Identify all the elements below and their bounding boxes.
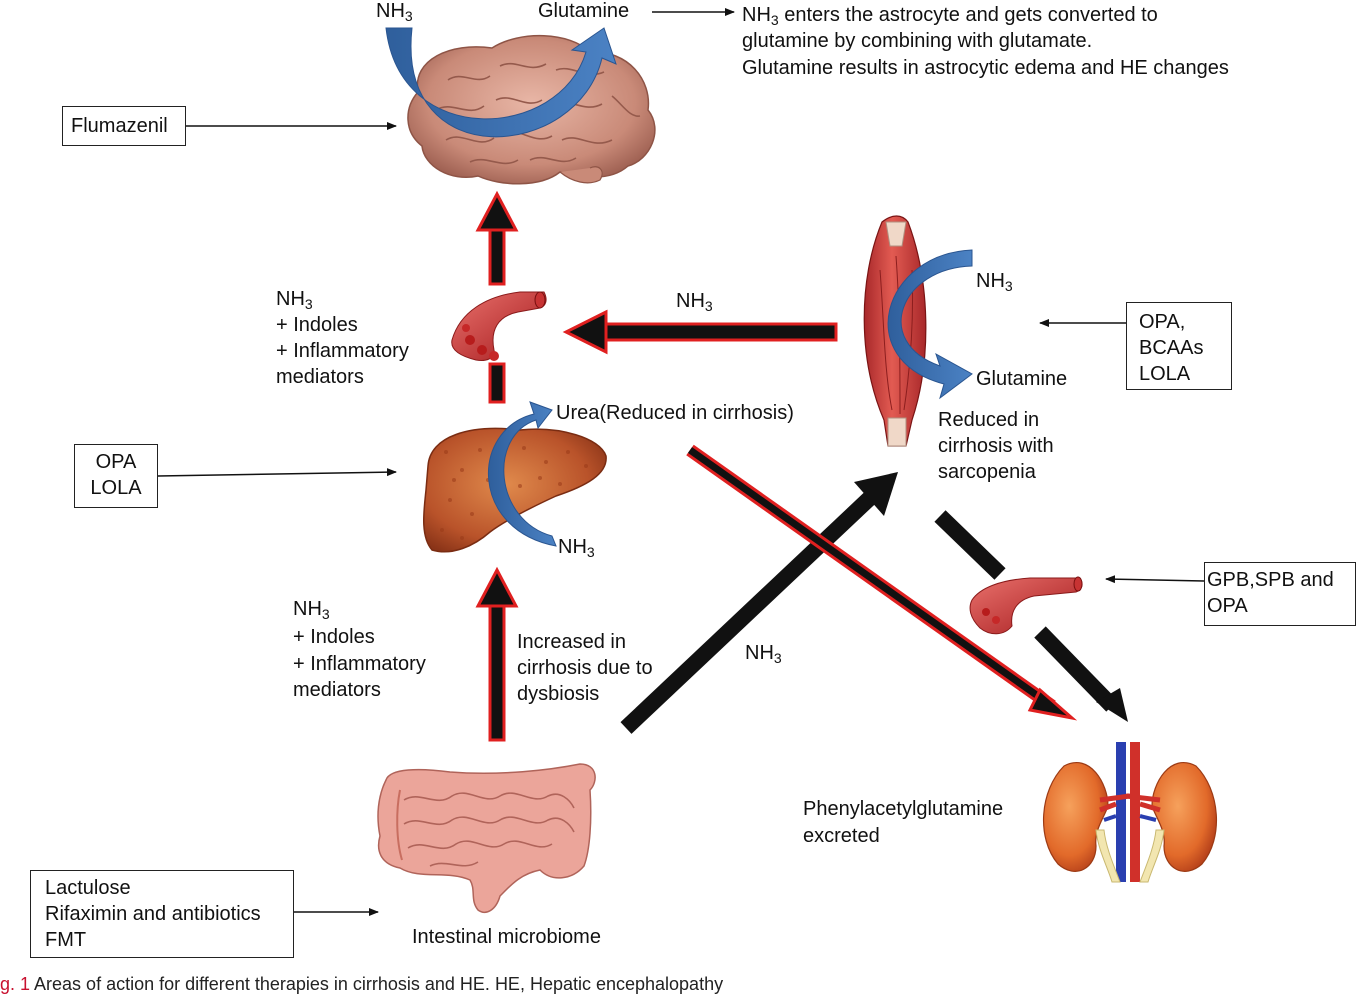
lower-blood-indoles: + Indoles [293,626,375,648]
liver-to-kidney-arrow [686,444,1078,721]
upper-blood-nh3: NH3 [276,288,313,312]
gut-therapy-box: Lactulose Rifaximin and antibiotics FMT [30,870,294,958]
liver-therapy-lola: LOLA [90,477,142,499]
brain-glutamine-label: Glutamine [538,0,630,22]
dysbiosis-note-line2: cirrhosis due to [517,657,653,679]
muscle-note-line2: cirrhosis with [938,435,1054,457]
kidney-therapy-box: GPB,SPB and OPA [1204,562,1356,626]
gut-to-liver-arrow [475,566,519,742]
brain-nh3-label: NH3 [376,0,413,24]
liver-blue-arrow [488,401,557,547]
dysbiosis-note-line1: Increased in [517,631,626,653]
flumazenil-label: Flumazenil [71,115,168,137]
muscle-to-kidney-arrow [934,510,1128,722]
muscle-note-line3: sarcopenia [938,461,1036,483]
gut-to-muscle-arrow [620,472,898,734]
muscle-glutamine-label: Glutamine [976,368,1068,390]
muscle-blue-arrow [887,249,973,400]
kidney-therapy-line2: OPA [1207,595,1248,617]
brain-blue-arrow [385,27,617,138]
upper-blood-indoles: + Indoles [276,314,358,336]
gut-to-muscle-nh3: NH3 [745,642,782,666]
muscle-therapy-box: OPA, BCAAs LOLA [1126,302,1232,390]
figure-caption: g. 1 Areas of action for different thera… [0,974,723,994]
kidney-label-line1: Phenylacetylglutamine [803,798,1004,820]
upper-blood-mediators: mediators [276,366,364,388]
liver-nh3-label: NH3 [558,536,595,560]
intestine-illustration [377,763,596,914]
kidney-label-line2: excreted [803,825,880,847]
muscle-nh3-label: NH3 [976,270,1013,294]
lower-blood-vessel [969,576,1083,635]
kidney-illustration [1042,742,1218,883]
gut-therapy-lactulose: Lactulose [45,877,131,899]
muscle-therapy-bcaas: BCAAs [1139,337,1204,359]
figure-number: g. 1 [0,974,31,994]
gut-therapy-rifaximin: Rifaximin and antibiotics [45,903,261,925]
caption-text: Areas of action for different therapies … [30,974,724,994]
flumazenil-box: Flumazenil [62,106,186,146]
kidney-therapy-line1: GPB,SPB and [1207,569,1334,591]
blood-to-brain-arrow [475,190,519,404]
astrocyte-note-line1: NH3 enters the astrocyte and gets conver… [742,4,1158,28]
muscle-therapy-lola: LOLA [1139,363,1191,385]
dysbiosis-note-line3: dysbiosis [517,683,600,705]
muscle-to-blood-arrow [562,309,838,355]
liver-therapy-box: OPA LOLA [74,444,158,508]
muscle-therapy-opa: OPA, [1139,311,1186,333]
muscle-note-line1: Reduced in [938,409,1040,431]
urea-label: Urea(Reduced in cirrhosis) [556,402,794,424]
kidney-therapy-arrow [1105,575,1205,584]
opa-lola-arrow [157,468,397,477]
lower-blood-inflammatory: + Inflammatory [293,653,426,675]
astrocyte-note-line3: Glutamine results in astrocytic edema an… [742,57,1229,79]
muscle-to-blood-nh3: NH3 [676,290,713,314]
astrocyte-note-line2: glutamine by combining with glutamate. [742,30,1093,52]
upper-blood-inflammatory: + Inflammatory [276,340,409,362]
gut-therapy-fmt: FMT [45,929,87,951]
intestinal-microbiome-label: Intestinal microbiome [412,926,601,948]
lower-blood-mediators: mediators [293,679,381,701]
upper-blood-vessel [451,291,547,361]
liver-therapy-opa: OPA [95,451,137,473]
lower-blood-nh3: NH3 [293,598,330,622]
